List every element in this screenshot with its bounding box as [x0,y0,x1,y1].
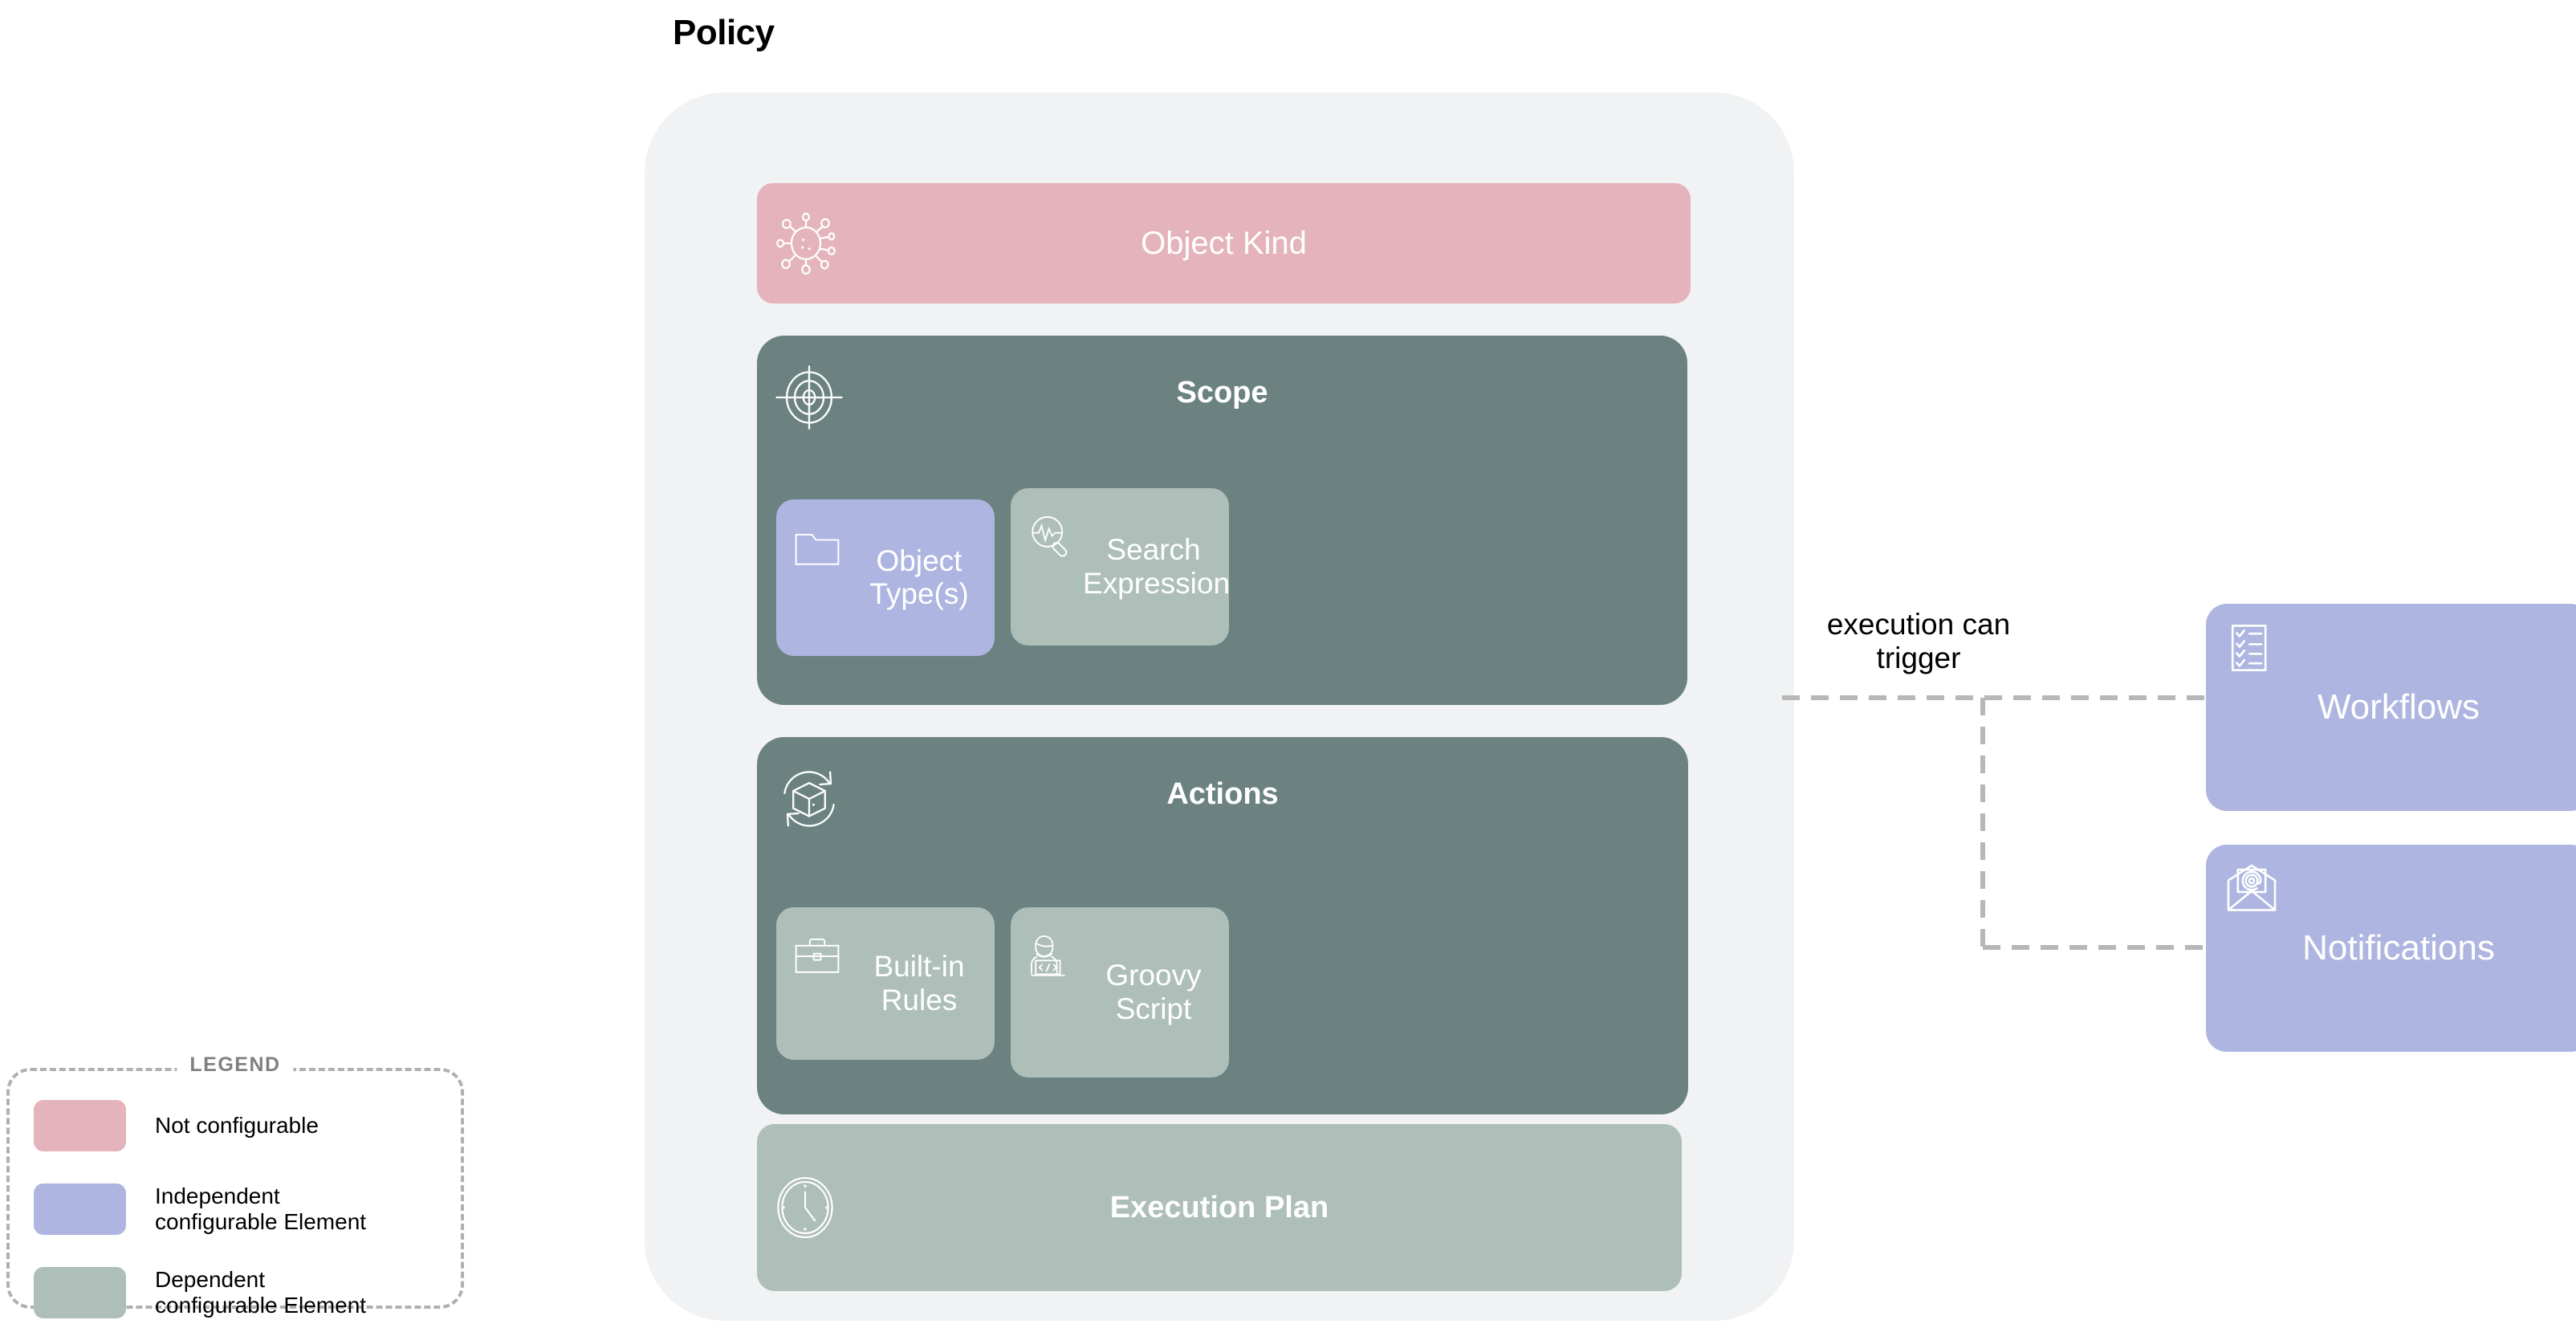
briefcase-icon [791,930,844,983]
legend-item-independent: Independent configurable Element [34,1183,366,1236]
builtin-rules-label: Built-in Rules [873,950,965,1016]
box-refresh-icon [773,763,845,835]
legend-swatch-not-configurable [34,1100,126,1151]
groovy-script-label: Groovy Script [1105,959,1202,1025]
notifications-card[interactable]: Notifications [2206,845,2576,1052]
legend-item-dependent: Dependent configurable Element [34,1267,366,1319]
workflows-card[interactable]: Workflows [2206,604,2576,811]
connector-label: execution can trigger [1826,608,2011,675]
molecule-icon [771,209,840,278]
crosshair-target-icon [773,361,845,434]
object-types-card[interactable]: Object Type(s) [776,499,995,656]
object-kind-label: Object Kind [1141,225,1307,261]
envelope-at-icon [2225,862,2278,915]
clock-icon [771,1174,839,1241]
builtin-rules-card[interactable]: Built-in Rules [776,907,995,1060]
legend: LEGEND Not configurable Independent conf… [6,1053,464,1319]
actions-title: Actions [1166,777,1279,811]
search-expression-label: Search Expression [1083,533,1231,600]
legend-label-independent: Independent configurable Element [155,1183,367,1235]
scope-title: Scope [1176,376,1268,409]
search-pulse-icon [1025,511,1078,564]
execution-plan-label: Execution Plan [1109,1190,1329,1224]
policy-container: Object Kind Scope Object Type(s) [645,92,1794,1321]
developer-code-icon [1025,930,1078,983]
actions-panel[interactable]: Actions Built-in Rules [757,737,1688,1114]
object-kind-card[interactable]: Object Kind [757,183,1691,304]
legend-title: LEGEND [177,1053,294,1077]
legend-label-dependent: Dependent configurable Element [155,1267,367,1318]
groovy-script-card[interactable]: Groovy Script [1011,907,1229,1078]
connector-lines [1782,695,2206,950]
scope-panel[interactable]: Scope Object Type(s) Search [757,336,1687,705]
search-expression-card[interactable]: Search Expression [1011,488,1231,646]
notifications-label: Notifications [2302,928,2495,968]
page-title: Policy [673,13,775,52]
legend-swatch-dependent [34,1267,126,1319]
legend-label-not-configurable: Not configurable [155,1112,319,1138]
checklist-icon [2225,621,2278,674]
folder-icon [791,522,844,575]
legend-swatch-independent [34,1183,126,1236]
execution-plan-card[interactable]: Execution Plan [757,1124,1682,1291]
workflows-label: Workflows [2317,687,2480,727]
legend-item-not-configurable: Not configurable [34,1100,319,1151]
object-types-label: Object Type(s) [869,544,969,611]
